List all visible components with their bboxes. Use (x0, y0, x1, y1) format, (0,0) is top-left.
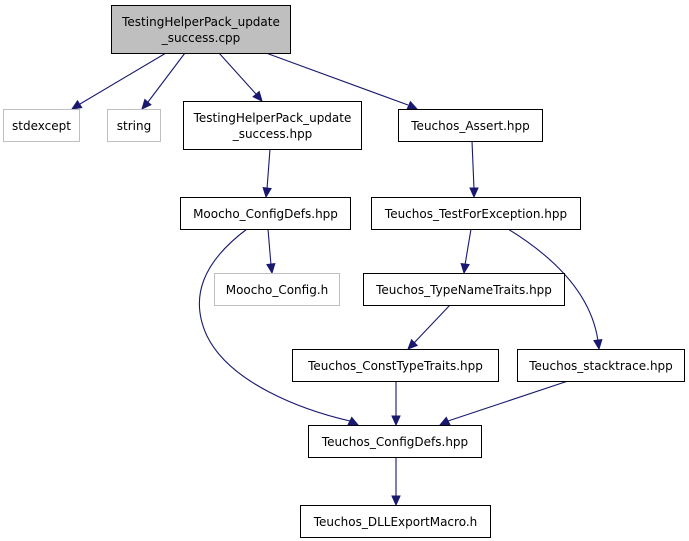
node-box (371, 197, 581, 230)
node-box (398, 109, 543, 142)
node-helper-hpp[interactable]: TestingHelperPack_update _success.hpp (183, 101, 362, 150)
node-box (183, 101, 362, 150)
edge-line (471, 140, 475, 190)
edge-line (507, 228, 599, 342)
node-label: Teuchos_Assert.hpp (410, 119, 529, 133)
arrowhead (407, 338, 419, 350)
node-box (308, 425, 482, 458)
arrowhead (141, 98, 152, 110)
edge-moocho_configdefs-to-teuchos_configdefs (198, 228, 360, 426)
node-moocho-configdefs[interactable]: Moocho_ConfigDefs.hpp (180, 197, 351, 230)
edge-typenametraits-to-consttypetraits (407, 304, 451, 350)
edge-assert_hpp-to-testforexception (469, 140, 479, 199)
arrowhead (347, 416, 360, 426)
arrowhead (460, 262, 470, 275)
edge-line (265, 52, 409, 106)
node-moocho-config-h: Moocho_Config.h (214, 273, 340, 306)
node-label: Teuchos_TestForException.hpp (384, 207, 567, 221)
edge-teuchos_configdefs-to-dllexport (391, 457, 401, 507)
edges-layer (70, 52, 603, 507)
node-label: Teuchos_stacktrace.hpp (528, 359, 673, 373)
edge-line (147, 52, 186, 103)
node-box (517, 349, 685, 382)
node-label: stdexcept (12, 119, 71, 133)
arrowhead (391, 495, 401, 507)
node-stdexcept: stdexcept (3, 109, 80, 142)
node-label: string (117, 119, 151, 133)
edge-testforexception-to-typenametraits (460, 228, 472, 275)
edge-root-to-string (141, 52, 186, 110)
node-consttypetraits[interactable]: Teuchos_ConstTypeTraits.hpp (292, 349, 499, 382)
node-box (292, 349, 499, 382)
edge-line (447, 380, 569, 422)
node-label: Moocho_ConfigDefs.hpp (193, 207, 338, 221)
node-teuchos-configdefs[interactable]: Teuchos_ConfigDefs.hpp (308, 425, 482, 458)
arrowhead (262, 186, 272, 199)
arrowhead (406, 100, 419, 110)
edge-line (267, 228, 272, 266)
node-label: _success.hpp (232, 127, 313, 141)
node-label: Moocho_Config.h (226, 283, 329, 297)
node-testforexception[interactable]: Teuchos_TestForException.hpp (371, 197, 581, 230)
node-box (300, 505, 491, 538)
edge-line (266, 148, 271, 190)
node-stacktrace[interactable]: Teuchos_stacktrace.hpp (517, 349, 685, 382)
arrowhead (266, 262, 276, 275)
node-string: string (107, 109, 161, 142)
edge-testforexception-to-stacktrace (507, 228, 603, 351)
arrowhead (438, 416, 451, 426)
edge-stacktrace-to-teuchos_configdefs (438, 380, 569, 426)
node-dllexport[interactable]: Teuchos_DLLExportMacro.h (300, 505, 491, 538)
node-root[interactable]: TestingHelperPack_update _success.cpp (111, 5, 291, 54)
node-box (107, 109, 161, 142)
edge-line (218, 52, 257, 95)
edge-line (464, 228, 472, 266)
node-assert-hpp[interactable]: Teuchos_Assert.hpp (398, 109, 543, 142)
node-box (180, 197, 351, 230)
arrowhead (593, 338, 603, 351)
edge-root-to-stdexcept (70, 52, 167, 110)
arrowhead (469, 187, 479, 199)
node-label: TestingHelperPack_update (121, 15, 280, 29)
node-label: Teuchos_DLLExportMacro.h (313, 515, 478, 529)
edge-root-to-assert_hpp (265, 52, 419, 110)
edge-consttypetraits-to-teuchos_configdefs (391, 381, 401, 427)
node-label: _success.cpp (161, 31, 241, 45)
edge-line (413, 304, 451, 344)
edge-helper_hpp-to-moocho_configdefs (262, 148, 272, 199)
edge-line (79, 52, 167, 105)
edge-moocho_configdefs-to-moocho_config_h (266, 228, 276, 275)
node-label: Teuchos_TypeNameTraits.hpp (375, 283, 552, 297)
node-box (363, 273, 565, 306)
node-label: Teuchos_ConstTypeTraits.hpp (307, 359, 483, 373)
node-box (111, 5, 291, 54)
node-box (214, 273, 340, 306)
node-typenametraits[interactable]: Teuchos_TypeNameTraits.hpp (363, 273, 565, 306)
edge-line (198, 228, 351, 422)
node-label: TestingHelperPack_update (193, 111, 352, 125)
arrowhead (70, 99, 83, 110)
arrowhead (391, 415, 401, 427)
edge-root-to-helper_hpp (218, 52, 263, 102)
node-label: Teuchos_ConfigDefs.hpp (321, 435, 468, 449)
arrowhead (252, 90, 263, 102)
node-box (3, 109, 80, 142)
nodes-layer: TestingHelperPack_update _success.cppstde… (3, 5, 685, 538)
